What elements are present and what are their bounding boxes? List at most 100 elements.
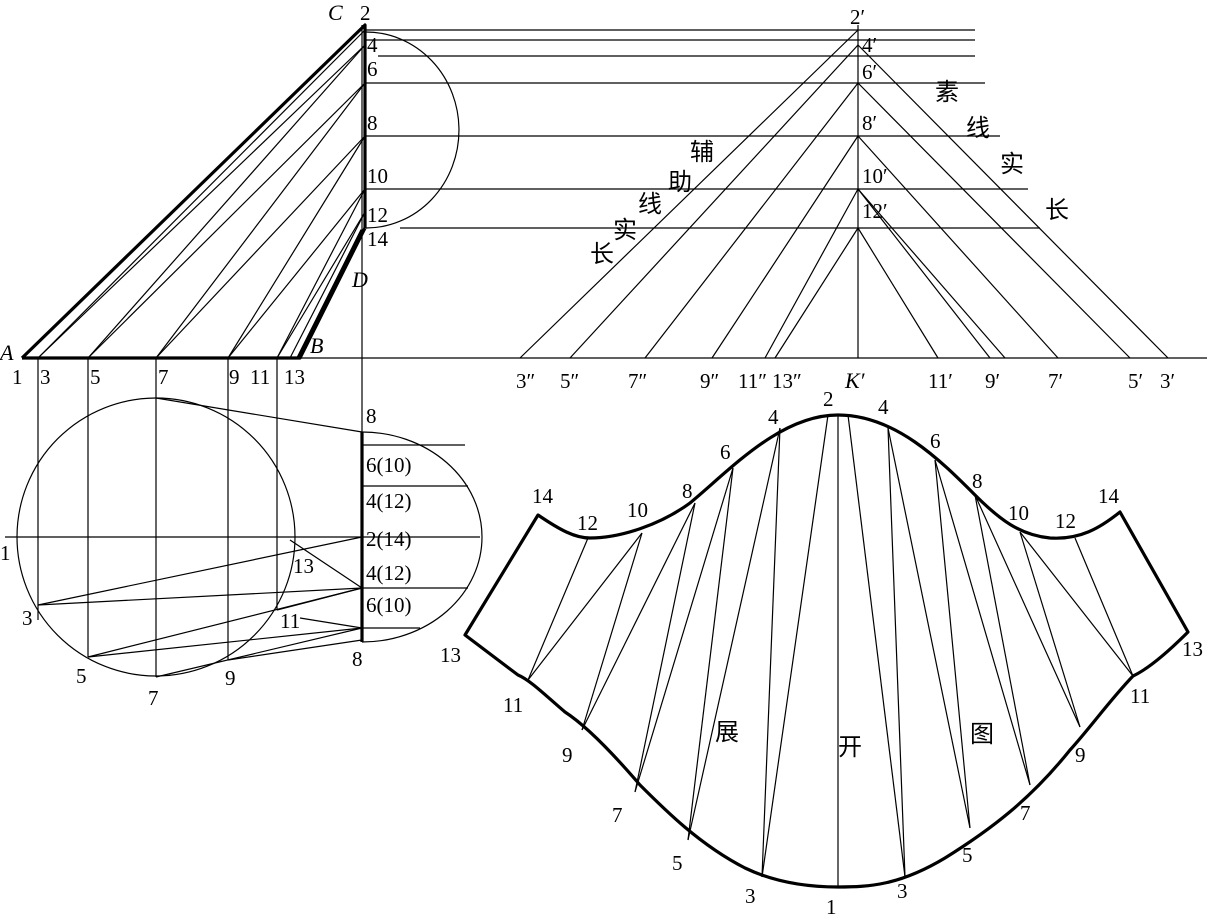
label-b3: 3	[40, 365, 51, 389]
label-d11r: 11	[1130, 684, 1150, 708]
label-t8: 8′	[862, 111, 877, 135]
label-s610b: 6(10)	[366, 593, 412, 617]
note-right-3: 实	[1000, 150, 1024, 178]
note-right-4: 长	[1045, 196, 1069, 224]
label-c4: 4	[367, 33, 378, 57]
label-d9r: 9	[1075, 743, 1086, 767]
label-l7: 7″	[628, 369, 647, 393]
label-c: C	[328, 0, 343, 25]
note-dev-3: 图	[970, 720, 994, 748]
label-l9: 9″	[700, 369, 719, 393]
note-left-4: 实	[613, 216, 637, 244]
label-d8l: 8	[682, 479, 693, 503]
development-view	[463, 413, 1190, 889]
label-p13: 13	[293, 554, 314, 578]
label-d5l: 5	[672, 851, 683, 875]
label-l3: 3″	[516, 369, 535, 393]
label-c2: 2	[360, 1, 371, 25]
label-a: A	[0, 340, 14, 365]
label-c10: 10	[367, 164, 388, 188]
label-s8b: 8	[352, 647, 363, 671]
label-d14l: 14	[532, 484, 554, 508]
label-l11: 11″	[738, 369, 767, 393]
label-p5: 5	[76, 664, 87, 688]
label-r3: 3′	[1160, 369, 1175, 393]
label-d7l: 7	[612, 803, 623, 827]
label-p11: 11	[280, 609, 300, 633]
label-c8: 8	[367, 111, 378, 135]
label-s412b: 4(12)	[366, 561, 412, 585]
label-d11l: 11	[503, 693, 523, 717]
label-b7: 7	[158, 365, 169, 389]
label-k: K′	[844, 368, 866, 393]
label-t6: 6′	[862, 60, 877, 84]
label-r5: 5′	[1128, 369, 1143, 393]
label-d12l: 12	[577, 511, 598, 535]
true-length-diagram	[519, 25, 1169, 359]
note-left-5: 长	[590, 240, 614, 268]
label-t12: 12′	[862, 199, 888, 223]
note-dev-1: 展	[715, 718, 739, 746]
label-d14r: 14	[1098, 484, 1120, 508]
label-d7r: 7	[1020, 801, 1031, 825]
label-b1: 1	[12, 365, 23, 389]
label-d8r: 8	[972, 469, 983, 493]
label-b13: 13	[284, 365, 305, 389]
note-dev-2: 开	[838, 733, 862, 761]
outline-ab	[22, 227, 367, 360]
development-triangulation	[527, 414, 1134, 887]
label-t4: 4′	[862, 33, 877, 57]
plan-semicircle	[361, 431, 483, 643]
note-right-1: 素	[935, 78, 959, 106]
label-d4r: 4	[878, 395, 889, 419]
outline-ac	[20, 23, 367, 360]
label-b: B	[310, 333, 323, 358]
front-view	[20, 23, 1207, 677]
label-c6: 6	[367, 57, 378, 81]
label-r11: 11′	[928, 369, 953, 393]
label-b5: 5	[90, 365, 101, 389]
label-r9: 9′	[985, 369, 1000, 393]
label-d6l: 6	[720, 440, 731, 464]
front-semicircle	[365, 31, 460, 229]
label-p3: 3	[22, 606, 33, 630]
label-p1: 1	[0, 541, 11, 565]
label-b9: 9	[229, 365, 240, 389]
label-c12: 12	[367, 203, 388, 227]
label-d9l: 9	[562, 743, 573, 767]
label-d10l: 10	[627, 498, 648, 522]
label-d1: 1	[826, 895, 837, 914]
note-left-3: 线	[638, 190, 662, 218]
label-t2: 2′	[850, 5, 865, 29]
label-s214: 2(14)	[366, 527, 412, 551]
label-s412a: 4(12)	[366, 489, 412, 513]
label-l13: 13″	[772, 369, 802, 393]
label-b11: 11	[250, 365, 270, 389]
note-left-2: 助	[668, 168, 692, 196]
label-t10: 10′	[862, 164, 888, 188]
development-outline	[463, 413, 1190, 889]
label-d13r: 13	[1182, 637, 1203, 661]
label-d3l: 3	[745, 884, 756, 908]
outline-bd	[296, 229, 364, 359]
label-d13l: 13	[440, 643, 461, 667]
label-d3r: 3	[897, 879, 908, 903]
label-d: D	[351, 267, 368, 292]
note-left-1: 辅	[690, 138, 714, 166]
label-p9: 9	[225, 666, 236, 690]
label-d5r: 5	[962, 843, 973, 867]
label-d6r: 6	[930, 429, 941, 453]
label-p7: 7	[148, 686, 159, 710]
front-triangulation	[37, 29, 366, 359]
label-s8t: 8	[366, 404, 377, 428]
label-r7: 7′	[1048, 369, 1063, 393]
label-d2: 2	[823, 387, 834, 411]
note-right-2: 线	[966, 114, 990, 142]
label-l5: 5″	[560, 369, 579, 393]
label-s610a: 6(10)	[366, 453, 412, 477]
label-d12r: 12	[1055, 509, 1076, 533]
label-d4l: 4	[768, 405, 779, 429]
label-d10r: 10	[1008, 501, 1029, 525]
